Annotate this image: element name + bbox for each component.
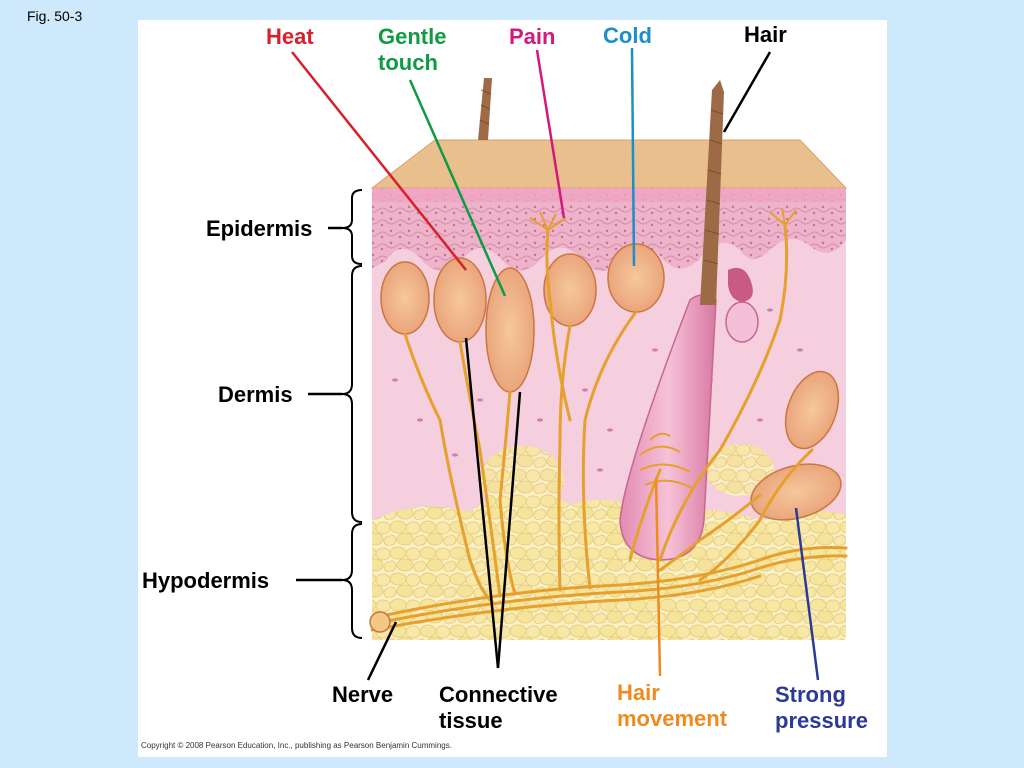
pain-label: Pain [509,24,556,49]
strong-pressure-receptor [750,463,842,521]
gentle-touch-label-line-1: Gentle [378,24,447,49]
gentle-touch-receptor [485,267,535,393]
epidermis-brace [341,189,363,265]
hair-shaft-right [700,80,724,305]
nerve-leader-line [366,621,398,681]
pain-leader-line [535,49,566,219]
receptor-left [380,261,430,335]
copyright-notice: Copyright © 2008 Pearson Education, Inc.… [141,741,452,750]
dermis-brace [341,265,363,523]
skin-surface-top [372,140,846,188]
gentle-touch-label-line-2: touch [378,50,438,75]
hair-movement-label-line-2: movement [617,706,728,731]
layer-braces [341,189,363,639]
cold-label: Cold [603,23,652,48]
epidermis-layer [372,188,846,272]
sebaceous-gland [725,301,759,343]
figure-label: Fig. 50-3 [27,8,83,24]
nerve-fibers [370,223,848,632]
nerve-label: Nerve [332,682,394,707]
dermis-label: Dermis [218,382,293,407]
nerve-cut-end [369,611,391,633]
cold-leader-line [630,47,636,267]
hair-movement-leader-line [654,477,662,677]
connective-tissue-label-line-2: tissue [439,708,503,733]
connective-tissue-label: Connective tissue [439,682,558,734]
cold-receptor [607,243,665,313]
heat-label: Heat [266,24,314,49]
hair-leader-line [722,51,772,133]
connective-tissue-leader-line-1 [464,337,500,669]
connective-tissue-leader-line-2 [496,391,522,669]
leader-lines [291,47,820,681]
pressure-receptor-upper [784,370,840,450]
hair-label: Hair [744,22,787,47]
nerve-endings [529,207,797,489]
epidermis-label: Epidermis [206,216,313,241]
hypodermis-brace [341,523,363,639]
connective-tissue-label-line-1: Connective [439,682,558,707]
strong-pressure-label: Strong pressure [775,682,868,734]
heat-leader-line [291,51,467,271]
hair-movement-label-line-1: Hair [617,680,660,705]
gentle-touch-label: Gentle touch [378,24,446,76]
strong-pressure-leader-line [794,507,820,681]
heat-receptor [433,257,487,343]
gentle-touch-leader-line [408,79,507,297]
hair-movement-label: Hair movement [617,680,727,732]
sensory-receptors [380,243,842,521]
strong-pressure-label-line-2: pressure [775,708,868,733]
hypodermis-label: Hypodermis [142,568,270,593]
strong-pressure-label-line-1: Strong [775,682,846,707]
